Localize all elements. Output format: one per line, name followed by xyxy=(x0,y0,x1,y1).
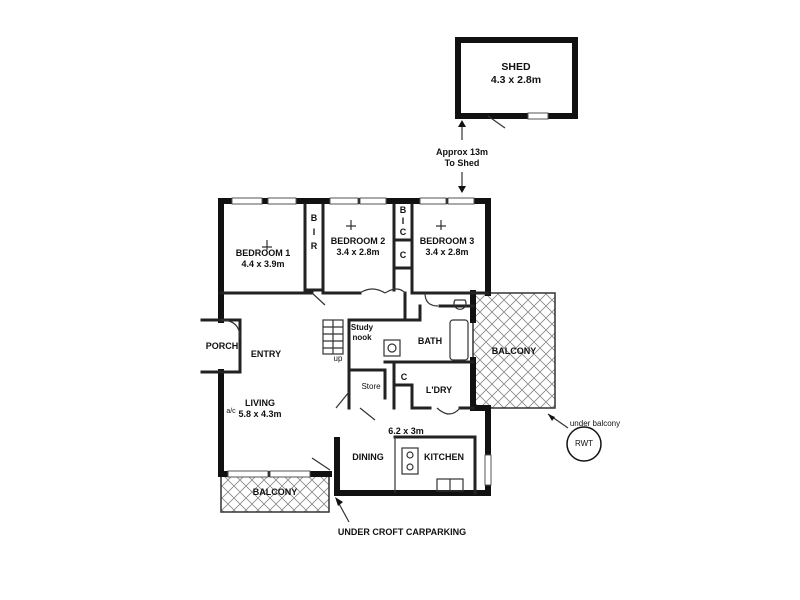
living-label: LIVING 5.8 x 4.3m xyxy=(222,398,298,421)
shed-distance-label: Approx 13m To Shed xyxy=(420,147,504,170)
entry-label: ENTRY xyxy=(250,349,282,359)
bir-letter-r: R xyxy=(310,241,318,251)
kitchen-label: KITCHEN xyxy=(424,452,464,462)
carparking-label: UNDER CROFT CARPARKING xyxy=(337,527,467,537)
balcony-right-area xyxy=(472,292,556,409)
rwt-label: RWT xyxy=(574,439,594,448)
bir-letter-i: I xyxy=(312,227,316,237)
bic-label: B I C xyxy=(397,205,409,238)
windows xyxy=(218,197,492,486)
shed-distance-line1: Approx 13m xyxy=(435,147,488,157)
bedroom3-size: 3.4 x 2.8m xyxy=(425,247,469,258)
balcony-bottom-area xyxy=(220,473,330,513)
internal-walls xyxy=(219,203,490,495)
study-nook-label: Study nook xyxy=(349,323,375,343)
bir-label: B I R xyxy=(308,211,320,253)
nook-word: nook xyxy=(352,333,372,342)
ceiling-fan-icons xyxy=(262,220,446,250)
bedroom3-label: BEDROOM 3 3.4 x 2.8m xyxy=(412,236,482,259)
stairs-up-label: up xyxy=(333,354,343,363)
bath-label: BATH xyxy=(417,336,443,346)
bedroom1-name: BEDROOM 1 xyxy=(235,248,291,258)
shed-distance-line2: To Shed xyxy=(444,158,480,169)
balcony-right-label: BALCONY xyxy=(491,346,537,356)
bedroom1-size: 4.4 x 3.9m xyxy=(241,259,285,270)
store-label: Store xyxy=(361,382,381,391)
shed-label: SHED 4.3 x 2.8m xyxy=(470,61,562,87)
shed-name: SHED xyxy=(501,61,531,73)
living-name: LIVING xyxy=(244,398,275,408)
cupboard-label-2: C xyxy=(400,372,408,382)
shed-arrow xyxy=(458,120,466,193)
balcony-bottom-label: BALCONY xyxy=(252,487,298,497)
bic-letter-b: B xyxy=(399,205,407,215)
bedroom2-size: 3.4 x 2.8m xyxy=(336,247,380,258)
shed-outline xyxy=(455,37,578,129)
bedroom2-name: BEDROOM 2 xyxy=(330,236,386,246)
bedroom2-label: BEDROOM 2 3.4 x 2.8m xyxy=(323,236,393,259)
bic-letter-c: C xyxy=(399,227,407,237)
ac-label: a/c xyxy=(226,408,236,415)
bath-fixtures xyxy=(383,299,469,361)
carparking-arrow xyxy=(335,497,350,523)
cupboard-label-1: C xyxy=(399,250,407,260)
door-swings xyxy=(311,288,461,471)
stairs xyxy=(322,319,344,355)
bedroom1-label: BEDROOM 1 4.4 x 3.9m xyxy=(228,248,298,271)
shed-size: 4.3 x 2.8m xyxy=(490,74,542,87)
laundry-label: L'DRY xyxy=(425,385,453,395)
porch xyxy=(200,318,242,374)
kitchen-fixtures xyxy=(401,447,464,492)
porch-label: PORCH xyxy=(205,341,239,351)
bir-letter-b: B xyxy=(310,213,318,223)
bic-letter-i: I xyxy=(401,216,405,226)
study-word: Study xyxy=(350,323,374,332)
bedroom3-name: BEDROOM 3 xyxy=(419,236,475,246)
under-balcony-label: under balcony xyxy=(569,419,621,428)
living-size: 5.8 x 4.3m xyxy=(238,409,282,420)
dining-label: DINING xyxy=(352,452,384,462)
rwt-tank xyxy=(547,413,602,462)
dining-kitchen-size-label: 6.2 x 3m xyxy=(388,426,424,436)
